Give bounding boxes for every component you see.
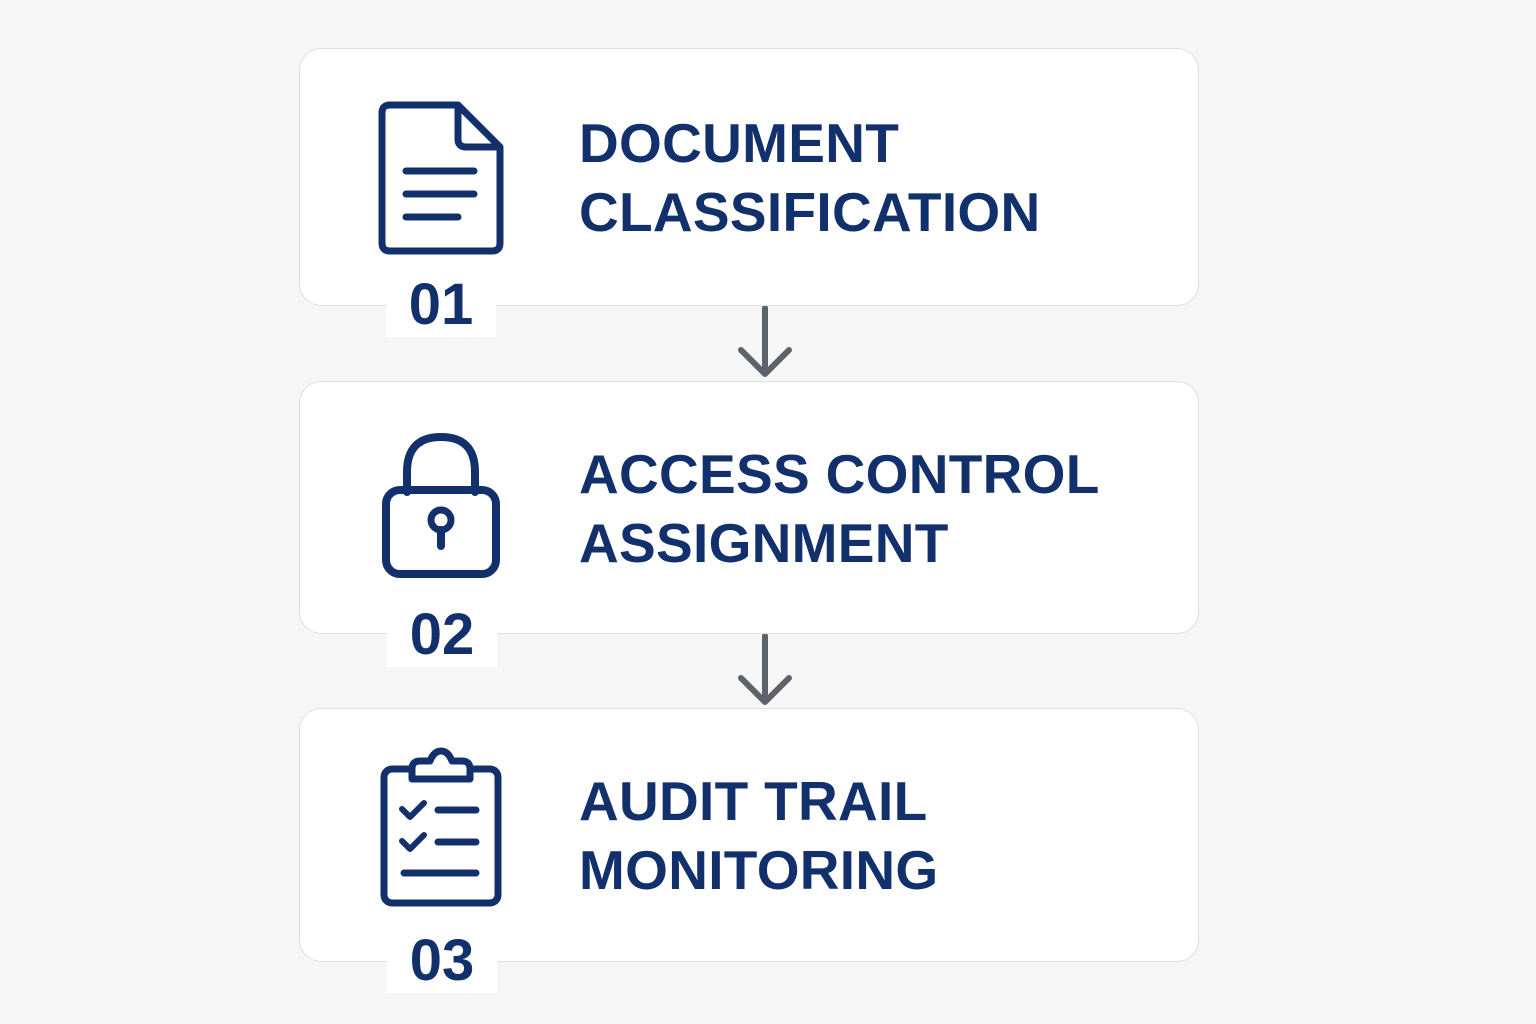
step-title-1: DOCUMENT CLASSIFICATION (579, 109, 1041, 247)
arrow-down-icon (738, 306, 792, 377)
step-card-1: DOCUMENT CLASSIFICATION 01 (299, 48, 1199, 337)
step-title-3: AUDIT TRAIL MONITORING (579, 767, 938, 905)
step-card-2: ACCESS CONTROL ASSIGNMENT 02 (299, 381, 1199, 667)
step-number-2: 02 (387, 603, 497, 667)
arrow-down-icon (738, 634, 792, 705)
step-card-3: AUDIT TRAIL MONITORING 03 (299, 708, 1199, 993)
step-title-2-line-1: ACCESS CONTROL (579, 443, 1100, 505)
step-title-1-line-2: CLASSIFICATION (579, 181, 1041, 243)
step-title-3-line-1: AUDIT TRAIL (579, 770, 928, 832)
step-title-2: ACCESS CONTROL ASSIGNMENT (579, 440, 1100, 578)
step-title-1-line-1: DOCUMENT (579, 112, 900, 174)
step-title-3-line-2: MONITORING (579, 839, 939, 901)
document-icon (378, 101, 504, 255)
step-number-3: 03 (387, 929, 497, 993)
padlock-icon (382, 432, 500, 578)
clipboard-checklist-icon (380, 747, 502, 907)
step-number-1: 01 (386, 273, 496, 337)
step-title-2-line-2: ASSIGNMENT (579, 512, 949, 574)
